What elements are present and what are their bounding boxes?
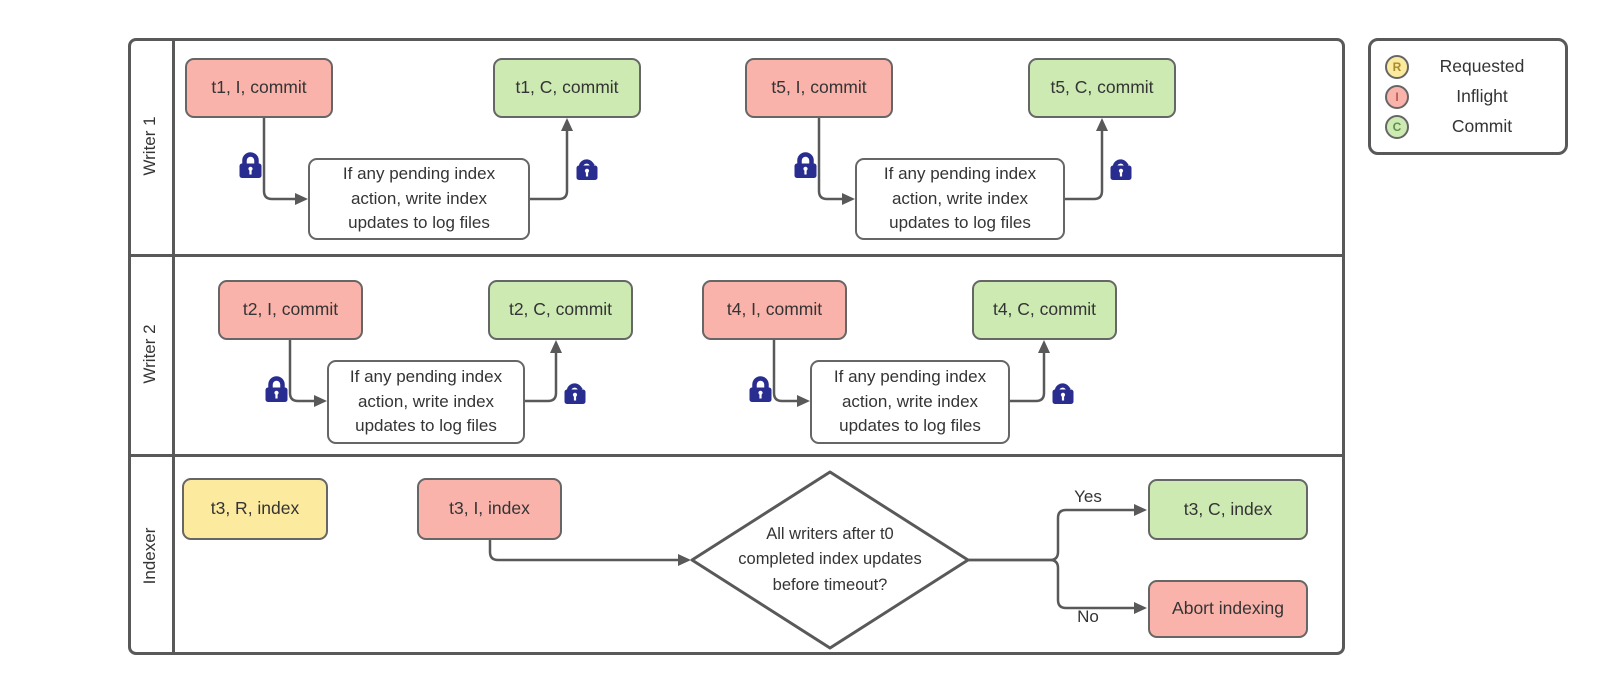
arrowhead — [314, 395, 327, 407]
lock-open-icon — [576, 159, 598, 180]
node-process-writer2-b: If any pending index action, write index… — [810, 360, 1010, 444]
node-t1-commit: t1, C, commit — [493, 58, 641, 118]
node-process-writer1-a: If any pending index action, write index… — [308, 158, 530, 240]
legend-label: Commit — [1451, 116, 1513, 136]
lock-open-icon — [1110, 159, 1132, 180]
edge-t3-inflight-to-decision — [488, 540, 678, 562]
legend-label: Inflight — [1456, 86, 1508, 106]
edge-decision-no — [968, 558, 1134, 610]
edge-t1-inflight-to-process — [262, 118, 295, 201]
legend-label: Requested — [1439, 56, 1525, 76]
lock-closed-icon — [265, 376, 288, 402]
legend: R Requested I Inflight C Commit — [1368, 38, 1568, 155]
node-t1-inflight: t1, I, commit — [185, 58, 333, 118]
node-t3-requested: t3, R, index — [182, 478, 328, 540]
arrowhead — [1096, 118, 1108, 131]
node-t5-commit: t5, C, commit — [1028, 58, 1176, 118]
node-process-writer2-a: If any pending index action, write index… — [327, 360, 525, 444]
lane-divider-writer1-writer2 — [131, 254, 1342, 257]
edge-decision-yes — [968, 508, 1134, 562]
lock-open-icon — [564, 383, 586, 404]
node-t5-inflight: t5, I, commit — [745, 58, 893, 118]
edge-label-no: No — [1077, 607, 1099, 626]
legend-item-requested: R Requested — [1385, 52, 1555, 82]
legend-item-inflight: I Inflight — [1385, 82, 1555, 112]
edge-label-yes: Yes — [1074, 487, 1102, 506]
node-t3-inflight: t3, I, index — [417, 478, 562, 540]
lock-closed-icon — [749, 376, 772, 402]
edge-process-to-t1-commit — [530, 131, 569, 201]
requested-state-icon: R — [1385, 54, 1409, 79]
node-process-writer1-b: If any pending index action, write index… — [855, 158, 1065, 240]
arrowhead — [1038, 340, 1050, 353]
commit-state-icon: C — [1385, 114, 1409, 139]
node-t4-inflight: t4, I, commit — [702, 280, 847, 340]
arrowhead — [842, 193, 855, 205]
edge-t4-inflight-to-process — [772, 340, 797, 403]
decision-diamond — [690, 470, 970, 650]
lane-label-divider — [172, 41, 175, 652]
node-t4-commit: t4, C, commit — [972, 280, 1117, 340]
legend-item-commit: C Commit — [1385, 112, 1555, 142]
edge-t2-inflight-to-process — [288, 340, 314, 403]
lock-open-icon — [1052, 383, 1074, 404]
lane-divider-writer2-indexer — [131, 454, 1342, 457]
edge-process-to-t4-commit — [1010, 353, 1046, 403]
arrowhead — [678, 554, 691, 566]
arrowhead — [295, 193, 308, 205]
node-t3-commit: t3, C, index — [1148, 479, 1308, 540]
decision-label: All writers after t0 completed index upd… — [738, 524, 922, 594]
arrowhead — [561, 118, 573, 131]
lock-closed-icon — [239, 152, 262, 178]
inflight-state-icon: I — [1385, 84, 1409, 109]
arrowhead — [1134, 504, 1147, 516]
lock-closed-icon — [794, 152, 817, 178]
edge-process-to-t5-commit — [1065, 131, 1104, 201]
edge-process-to-t2-commit — [525, 353, 558, 403]
node-abort-indexing: Abort indexing — [1148, 580, 1308, 638]
arrowhead — [797, 395, 810, 407]
node-t2-commit: t2, C, commit — [488, 280, 633, 340]
arrowhead — [1134, 602, 1147, 614]
node-t2-inflight: t2, I, commit — [218, 280, 363, 340]
edge-t5-inflight-to-process — [817, 118, 842, 201]
arrowhead — [550, 340, 562, 353]
